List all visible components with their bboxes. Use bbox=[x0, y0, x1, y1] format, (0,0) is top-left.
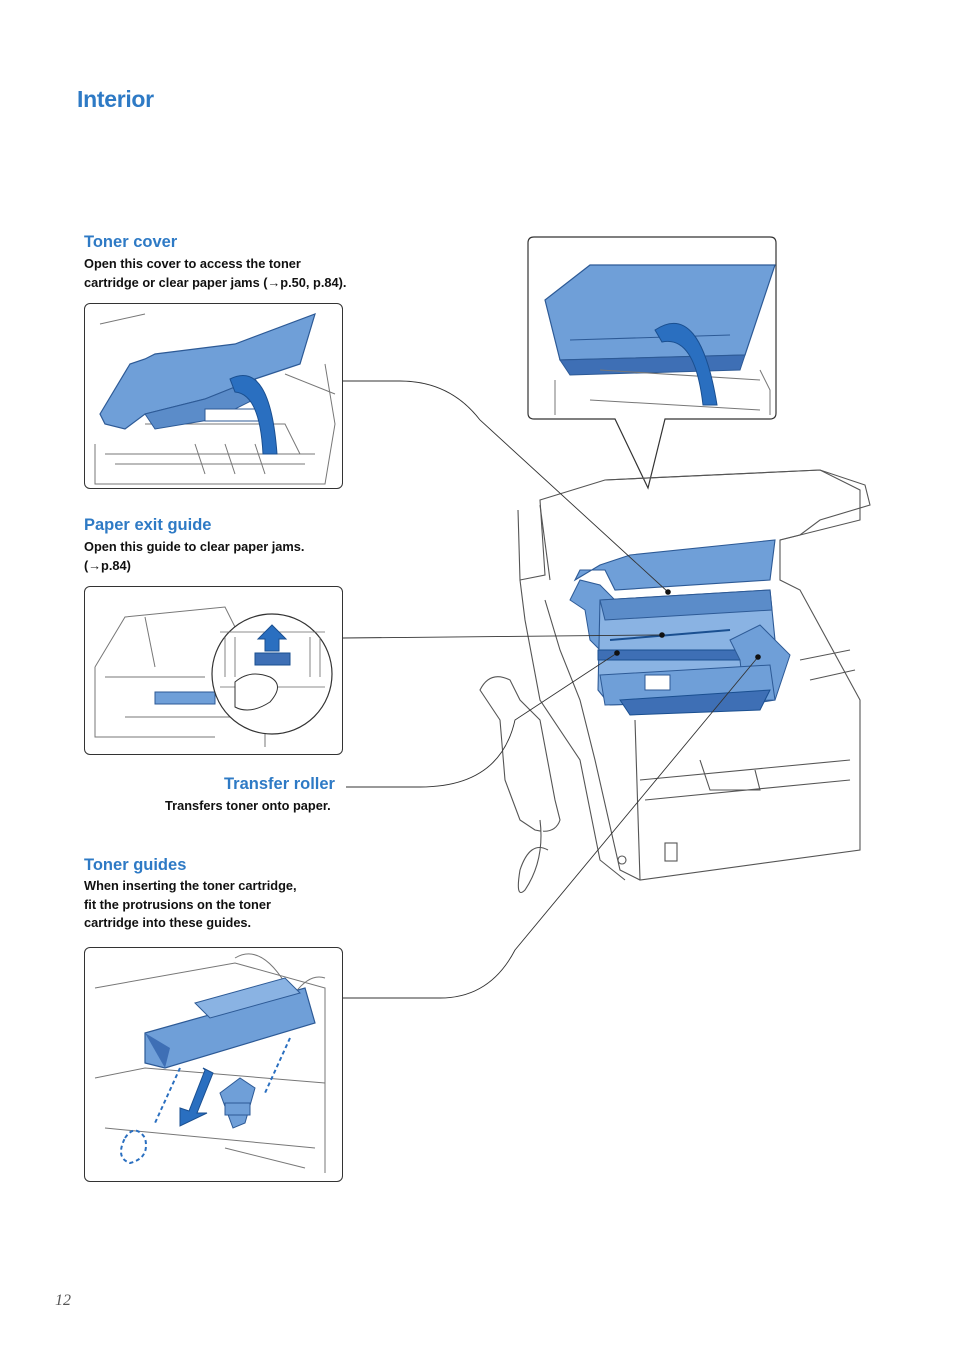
toner-guides-description: When inserting the toner cartridge, fit … bbox=[84, 877, 297, 933]
paper-exit-guide-illustration bbox=[84, 586, 343, 755]
paper-exit-guide-title: Paper exit guide bbox=[84, 516, 212, 534]
leader-paper-exit-guide bbox=[342, 634, 661, 639]
toner-guides-title: Toner guides bbox=[84, 856, 187, 874]
paper-exit-guide-description: Open this guide to clear paper jams. (→p… bbox=[84, 538, 304, 575]
printer-interior bbox=[569, 539, 791, 716]
toner-cover-title: Toner cover bbox=[84, 233, 178, 251]
paper-exit-guide-desc-line2: (→p.84) bbox=[84, 557, 131, 573]
leader-transfer-roller bbox=[346, 652, 618, 788]
toner-cover-desc-line2: cartridge or clear paper jams (→p.50, p.… bbox=[84, 274, 347, 290]
page-title: Interior bbox=[77, 86, 154, 112]
toner-cover-desc-line1: Open this cover to access the toner bbox=[84, 256, 301, 271]
down-arrow-icon bbox=[179, 1067, 214, 1127]
toner-cover-illustration bbox=[84, 303, 343, 489]
toner-guides-desc-line3: cartridge into these guides. bbox=[84, 915, 252, 930]
leader-toner-guides bbox=[343, 656, 759, 999]
toner-cover-part bbox=[99, 313, 316, 430]
toner-guides-desc-line1: When inserting the toner cartridge, bbox=[84, 878, 297, 893]
curved-arrow-icon bbox=[229, 375, 278, 455]
transfer-roller-title: Transfer roller bbox=[224, 775, 335, 793]
transfer-roller-description: Transfers toner onto paper. bbox=[165, 798, 331, 813]
paper-exit-guide-desc-line1: Open this guide to clear paper jams. bbox=[84, 539, 305, 554]
inset-adf-bubble bbox=[527, 236, 777, 490]
toner-guides-desc-line2: fit the protrusions on the toner bbox=[84, 896, 271, 912]
leader-toner-cover bbox=[343, 380, 669, 593]
curved-arrow-icon bbox=[654, 322, 718, 406]
toner-guides-illustration bbox=[84, 947, 343, 1182]
toner-cover-description: Open this cover to access the toner cart… bbox=[84, 255, 346, 292]
page-number: 12 bbox=[55, 1292, 71, 1309]
toner-cartridge bbox=[144, 977, 316, 1069]
up-arrow-icon bbox=[256, 624, 288, 652]
